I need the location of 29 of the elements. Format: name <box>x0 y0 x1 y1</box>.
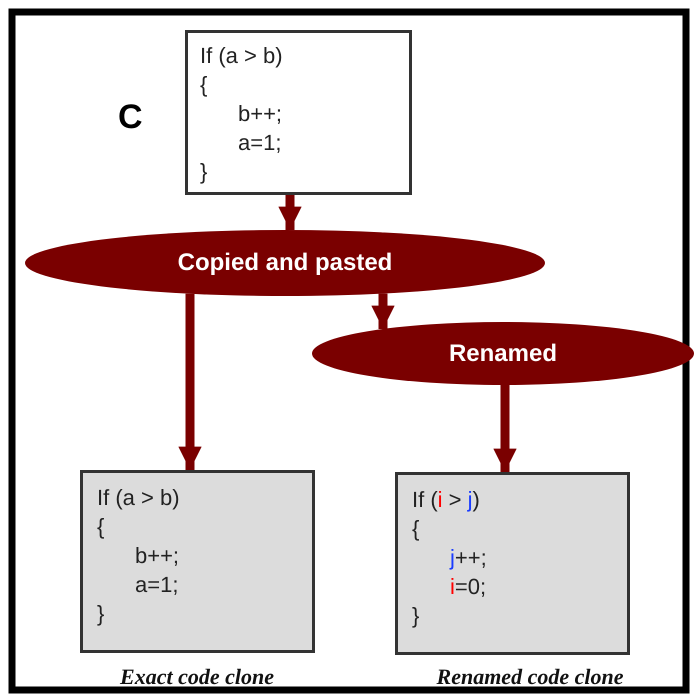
code-box <box>80 470 315 653</box>
code-line: b++; <box>134 542 180 570</box>
code-line: j++; <box>448 544 487 572</box>
code-line: } <box>412 602 420 630</box>
code-line: } <box>200 158 208 186</box>
code-box <box>185 30 412 195</box>
arrow <box>493 385 517 472</box>
panel-label: C <box>118 98 143 137</box>
code-line: } <box>97 600 104 628</box>
code-line: If (i > j) <box>412 486 480 514</box>
ellipse-label: Copied and pasted <box>178 249 392 277</box>
node-label: Exact code clone <box>120 664 274 690</box>
code-line: b++; <box>237 100 282 128</box>
arrow <box>278 195 302 230</box>
code-line: If (a > b) <box>200 42 283 70</box>
process-ellipse <box>312 322 694 385</box>
arrow <box>371 294 395 329</box>
node-label: Renamed code clone <box>436 664 624 690</box>
code-line: If (a > b) <box>97 484 180 512</box>
code-line: a=1; <box>237 129 282 157</box>
code-line: { <box>97 513 104 541</box>
arrow <box>178 294 202 470</box>
code-line: i=0; <box>449 573 486 601</box>
code-box <box>395 472 630 655</box>
code-line: a=1; <box>134 571 178 599</box>
process-ellipse <box>25 230 545 296</box>
ellipse-label: Renamed <box>448 340 558 368</box>
code-line: { <box>412 515 420 543</box>
code-line: { <box>200 71 208 99</box>
